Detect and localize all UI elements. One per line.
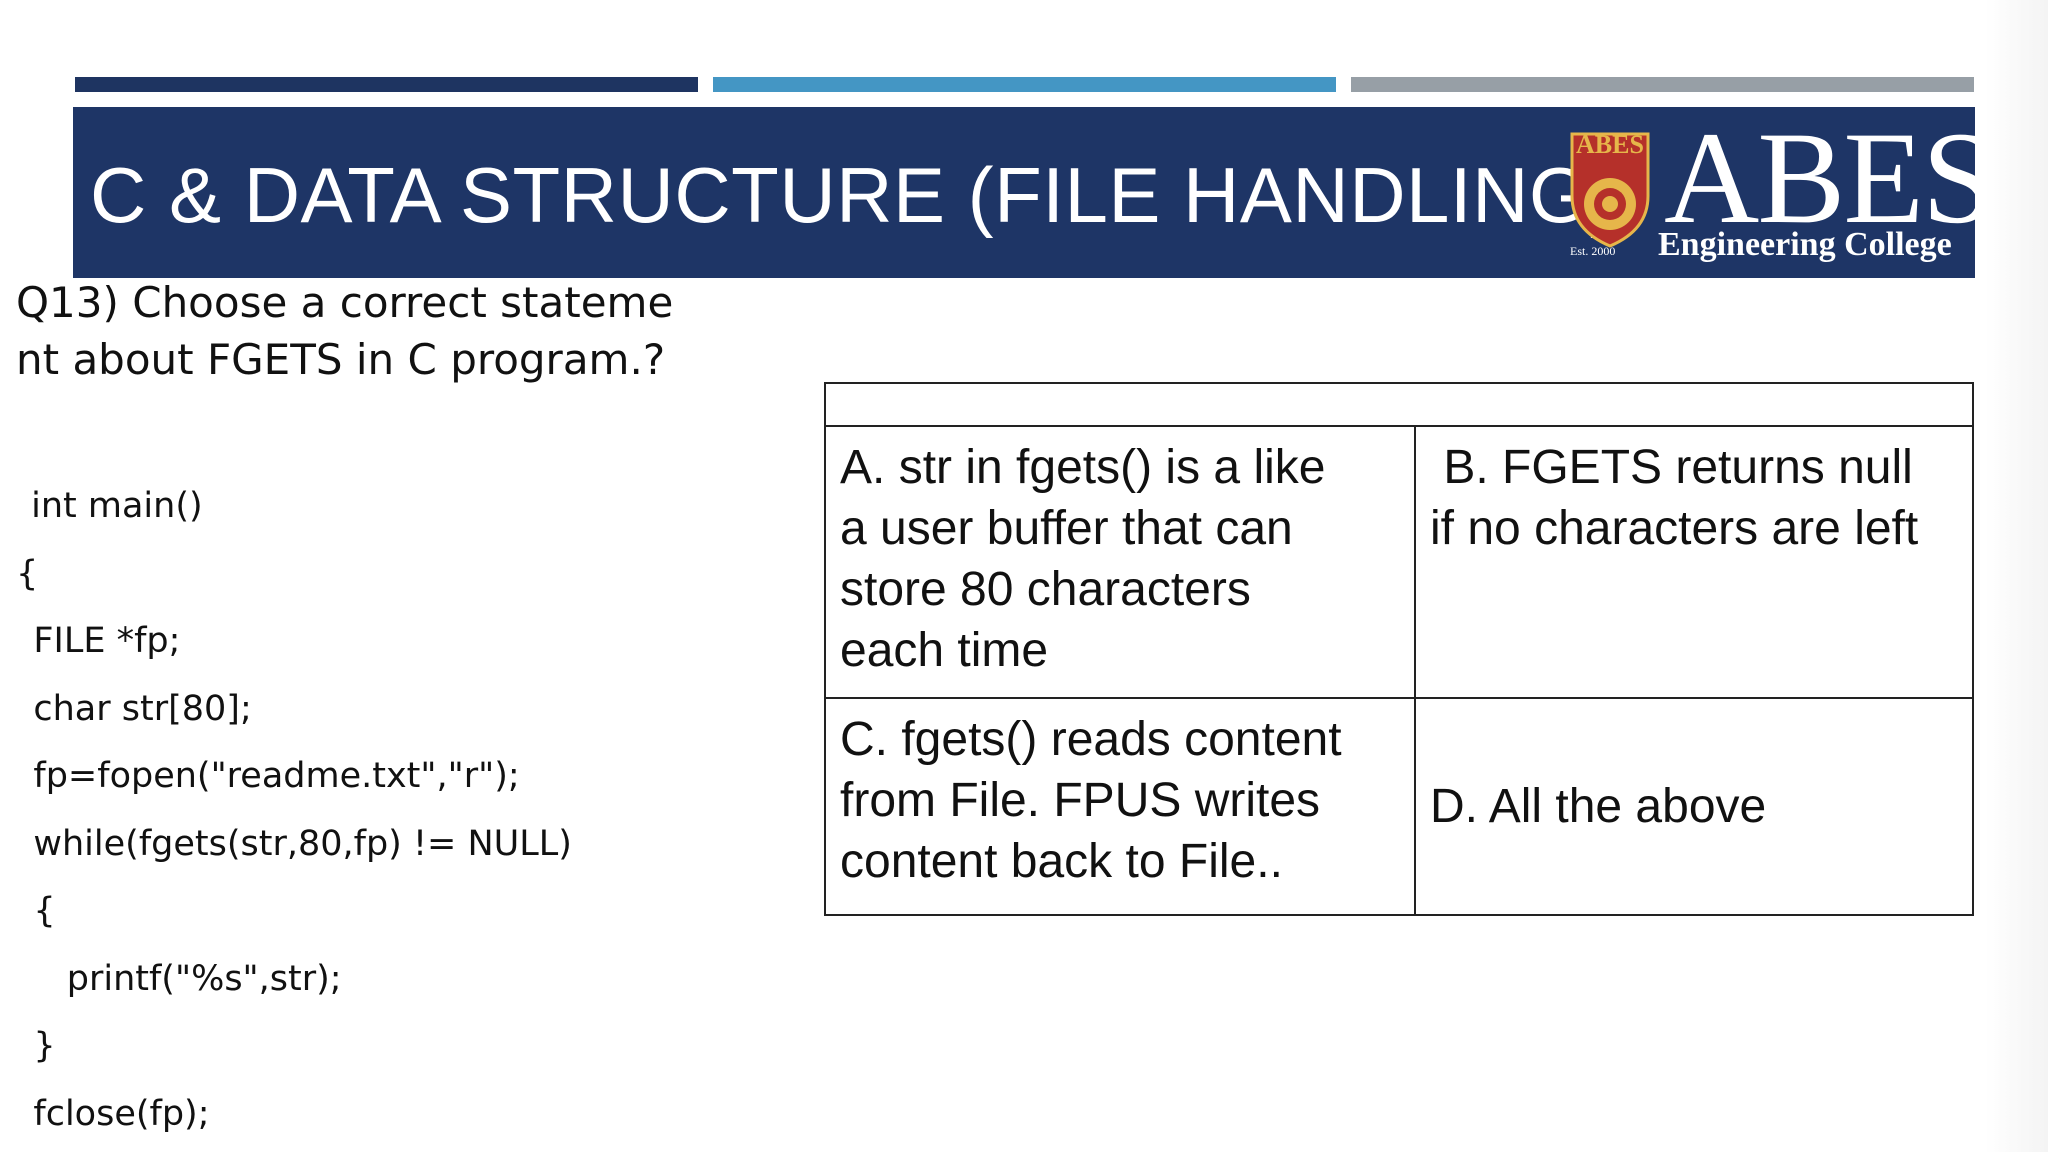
code-line: fp=fopen("readme.txt","r"); [0,756,520,796]
code-line: printf("%s",str); [0,959,342,999]
question-text: Q13) Choose a correct stateme nt about F… [16,274,696,388]
answer-options-table: A. str in fgets() is a like a user buffe… [824,382,1974,916]
logo-wordmark: ABES [1664,104,1995,251]
option-a: A. str in fgets() is a like a user buffe… [824,424,1416,700]
options-header-row [824,382,1974,427]
question-line: Q13) Choose a correct stateme [16,278,674,327]
seal-text: ABES [1576,130,1644,159]
option-c-line: content back to File.. [840,835,1283,889]
option-d-line: D. All the above [1430,780,1767,834]
option-c: C. fgets() reads content from File. FPUS… [824,697,1416,916]
page-edge [1985,0,2048,1152]
option-b-line: B. FGETS returns null [1430,440,1913,494]
established-text: Est. 2000 [1570,244,1616,258]
option-a-line: A. str in fgets() is a like [840,440,1326,494]
code-line: fclose(fp); [0,1094,210,1134]
options-row: A. str in fgets() is a like a user buffe… [824,424,1974,700]
code-line: int main() [20,486,203,526]
option-b-line: if no characters are left [1430,501,1919,555]
accent-bar-gray [1351,77,1974,92]
option-a-line: each time [840,623,1049,677]
code-line: char str[80]; [0,689,252,729]
options-row: C. fgets() reads content from File. FPUS… [824,697,1974,916]
code-line: { [0,891,56,931]
slide-title: C & DATA STRUCTURE (FILE HANDLING) [90,151,1617,239]
accent-bar-dark-blue [75,77,698,92]
option-c-line: from File. FPUS writes [840,774,1321,828]
title-band [73,107,1975,278]
logo-subtitle: Engineering College [1658,226,1952,263]
code-line: { [16,554,39,594]
option-d: D. All the above [1414,697,1974,916]
code-line: while(fgets(str,80,fp) != NULL) [0,824,572,864]
options-header-cell [824,382,1974,427]
code-line: } [0,1026,56,1066]
option-a-line: store 80 characters [840,562,1251,616]
option-c-line: C. fgets() reads content [840,713,1342,767]
question-line: nt about FGETS in C program.? [16,335,666,384]
accent-bar-light-blue [713,77,1336,92]
code-line: FILE *fp; [0,621,181,661]
option-a-line: a user buffer that can [840,501,1293,555]
college-seal-icon [1570,132,1650,248]
college-logo: ABES Est. 2000 ABES Engineering College [1566,112,1995,276]
option-b: B. FGETS returns null if no characters a… [1414,424,1974,700]
